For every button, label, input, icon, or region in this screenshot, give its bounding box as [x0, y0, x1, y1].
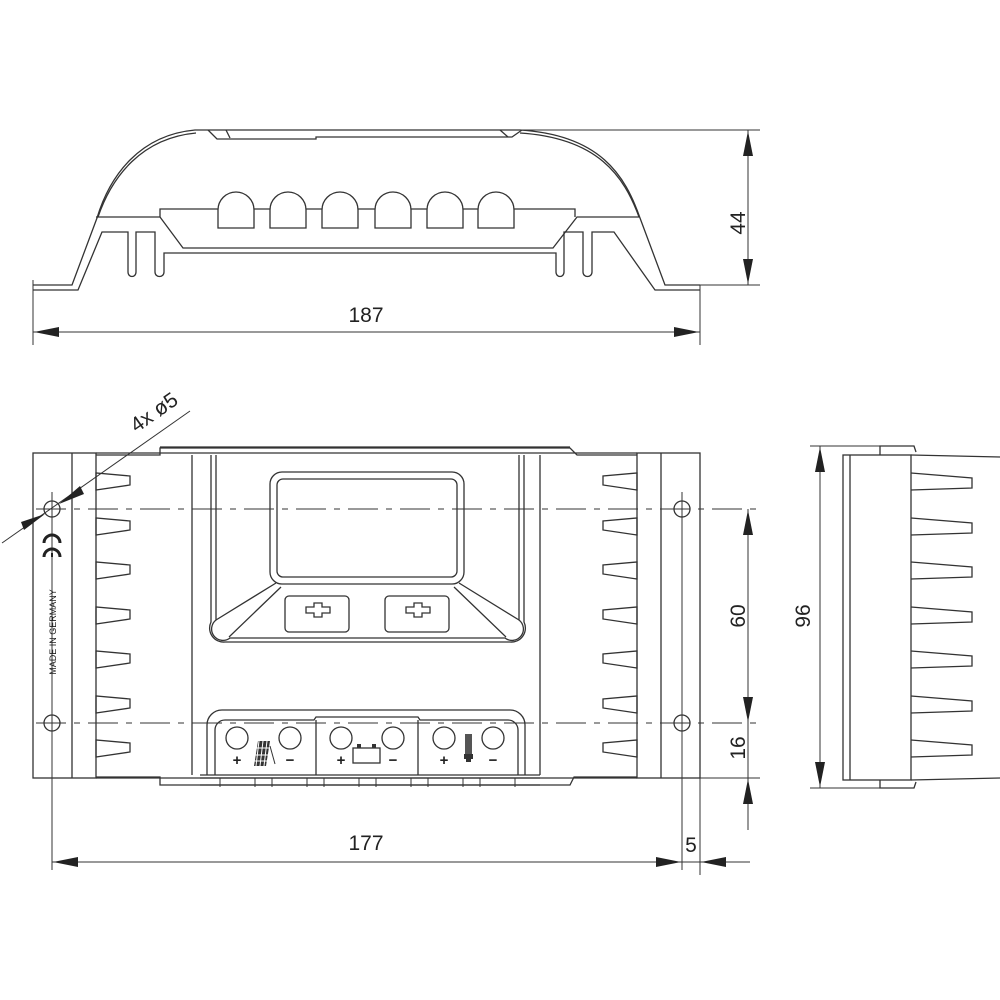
svg-text:−: −	[489, 752, 498, 769]
led-6	[477, 191, 515, 229]
terminal-screw-plus[interactable]	[329, 726, 353, 750]
terminal-screw-minus[interactable]	[481, 726, 505, 750]
lamp-icon	[464, 734, 473, 762]
terminal-solar: + −	[225, 726, 302, 769]
side-housing	[842, 454, 912, 781]
svg-text:−: −	[286, 752, 295, 769]
led-2	[269, 191, 307, 229]
terminal-screw-minus[interactable]	[278, 726, 302, 750]
plus-cross-icon	[405, 602, 431, 618]
dimension-width-187: 187	[32, 280, 701, 345]
made-in-germany-label: MADE IN GERMANY	[48, 589, 58, 675]
led-row	[217, 191, 515, 229]
svg-text:60: 60	[727, 604, 750, 627]
svg-text:−: −	[389, 752, 398, 769]
dimension-vertical-60-16: 60 16	[700, 509, 760, 830]
svg-text:44: 44	[727, 211, 750, 235]
terminal-block: + − + −	[200, 709, 540, 787]
control-panel-outline	[208, 455, 527, 643]
solar-panel-icon	[254, 740, 276, 767]
right-flange	[636, 452, 701, 779]
led-3	[321, 191, 359, 229]
svg-text:+: +	[440, 752, 449, 769]
top-view: 44 187	[32, 129, 760, 345]
front-view: + − + −	[1, 388, 760, 875]
right-fins	[602, 472, 638, 758]
housing-profile	[33, 129, 700, 286]
dimension-height-96: 96	[792, 445, 880, 789]
mounting-hole-bottom-right	[673, 714, 691, 732]
left-fins	[95, 472, 131, 758]
svg-text:96: 96	[792, 604, 815, 627]
plus-cross-icon	[305, 602, 331, 618]
ce-mark	[42, 533, 62, 558]
right-button[interactable]	[384, 595, 450, 633]
dimension-height-44: 44	[520, 129, 760, 286]
svg-text:+: +	[233, 752, 242, 769]
terminal-screw-minus[interactable]	[381, 726, 405, 750]
svg-text:5: 5	[685, 834, 697, 857]
lcd-display	[269, 471, 465, 585]
mounting-hole-bottom-left	[43, 714, 61, 732]
dimension-horizontal-177-5: 177 5	[52, 778, 750, 875]
side-fins	[910, 472, 973, 758]
svg-text:16: 16	[727, 736, 750, 759]
svg-text:177: 177	[348, 832, 383, 855]
mounting-hole-top-right	[673, 500, 691, 518]
led-4	[374, 191, 412, 229]
terminal-load: + −	[432, 726, 505, 769]
side-view: 96	[792, 445, 1000, 789]
mounting-hole-top-left	[43, 500, 61, 518]
svg-text:+: +	[337, 752, 346, 769]
terminal-screw-plus[interactable]	[432, 726, 456, 750]
terminal-screw-plus[interactable]	[225, 726, 249, 750]
svg-text:187: 187	[348, 304, 383, 327]
svg-text:4x ø5: 4x ø5	[126, 388, 182, 437]
battery-icon	[352, 744, 381, 764]
left-button[interactable]	[284, 595, 350, 633]
terminal-battery: + −	[329, 726, 405, 769]
led-5	[426, 191, 464, 229]
led-1	[217, 191, 255, 229]
